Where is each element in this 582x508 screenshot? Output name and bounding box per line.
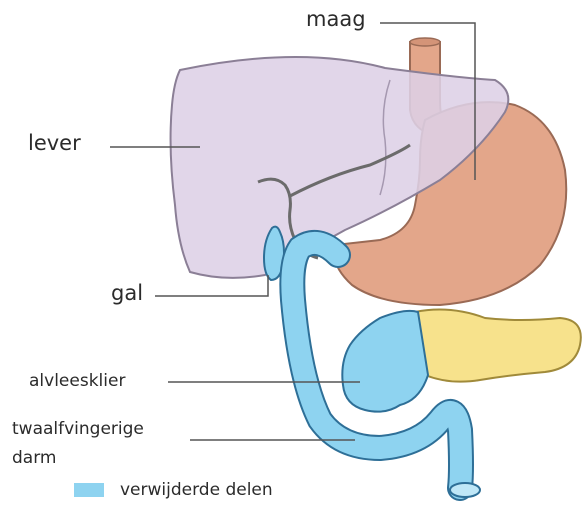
legend-label-removed: verwijderde delen — [120, 482, 273, 499]
duodenum-end — [450, 483, 480, 497]
pancreas-head — [342, 311, 428, 412]
label-stomach: maag — [306, 9, 366, 30]
legend-swatch-removed — [74, 483, 104, 497]
label-duodenum-line2: darm — [12, 450, 56, 467]
esophagus-top — [410, 38, 440, 46]
leader-line-gallbladder — [155, 275, 268, 296]
label-duodenum-line1: twaalfvingerige — [12, 421, 144, 438]
label-gallbladder: gal — [111, 283, 143, 304]
label-pancreas: alvleesklier — [29, 373, 125, 390]
pancreas-tail — [415, 310, 581, 382]
label-liver: lever — [28, 133, 81, 154]
